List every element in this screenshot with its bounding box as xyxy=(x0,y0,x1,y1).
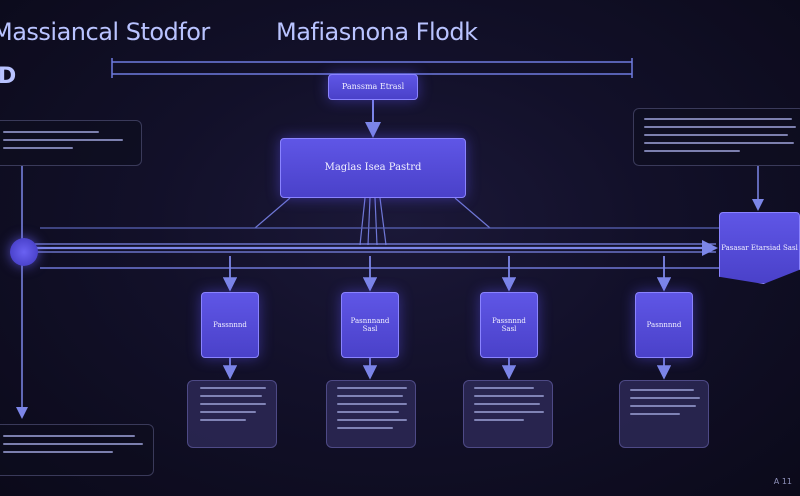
child-note-2 xyxy=(326,380,416,448)
corner-label: A 11 xyxy=(773,477,792,486)
child-note-arrows xyxy=(222,358,672,380)
note-left-top xyxy=(0,120,142,166)
note-left-bottom xyxy=(0,424,154,476)
main-bus xyxy=(24,243,716,253)
child-note-3 xyxy=(463,380,553,448)
child-node-label: Passnnnd xyxy=(213,320,247,329)
main-fan-lines xyxy=(254,197,491,246)
child-node-1[interactable]: Passnnnd xyxy=(201,292,259,358)
side-letter: D xyxy=(0,64,17,89)
child-node-3[interactable]: Passnnnd Sasl xyxy=(480,292,538,358)
child-note-4 xyxy=(619,380,709,448)
child-node-label: Pasnnnnd xyxy=(646,320,682,329)
child-drop-arrows xyxy=(222,256,672,292)
center-title: Mafiasnona Flodk xyxy=(276,18,478,46)
right-node-label: Pasasar Etarsiad Sasl xyxy=(721,243,798,252)
child-note-1 xyxy=(187,380,277,448)
note-right-top xyxy=(633,108,800,166)
junction-node[interactable] xyxy=(10,238,38,266)
top-node[interactable]: Panssma Etrasl xyxy=(328,74,418,100)
right-node[interactable]: Pasasar Etarsiad Sasl xyxy=(719,212,800,284)
main-node[interactable]: Maglas Isea Pastrd xyxy=(280,138,466,198)
child-node-label: Pasnnnand Sasl xyxy=(350,316,390,333)
top-node-label: Panssma Etrasl xyxy=(341,82,405,92)
child-node-2[interactable]: Pasnnnand Sasl xyxy=(341,292,399,358)
main-node-label: Maglas Isea Pastrd xyxy=(324,162,422,173)
child-node-4[interactable]: Pasnnnnd xyxy=(635,292,693,358)
left-title: Massiancal Stodfor xyxy=(0,18,210,46)
child-node-label: Passnnnd Sasl xyxy=(492,316,526,333)
